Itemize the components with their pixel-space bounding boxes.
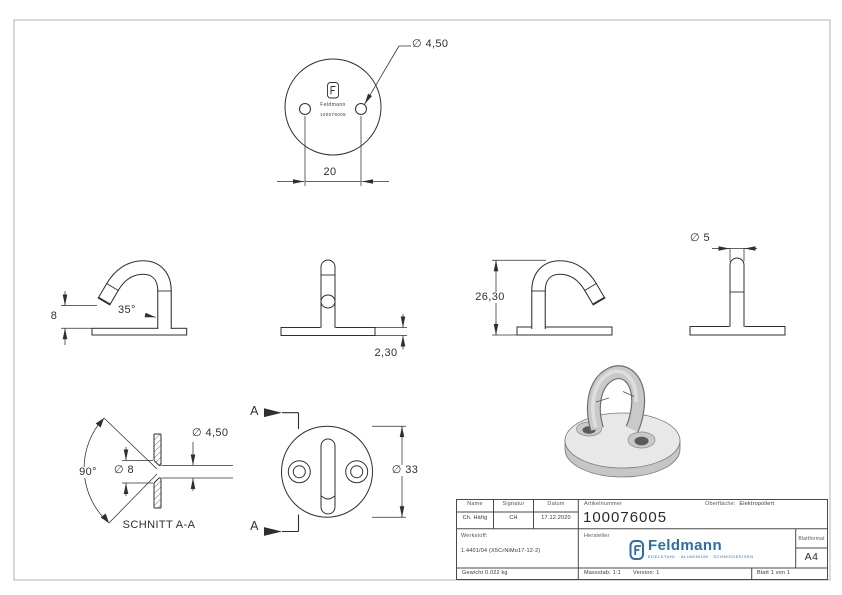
dim-tip-height-lines bbox=[61, 291, 97, 345]
dim-stud-rod-dia: ∅ 5 bbox=[690, 232, 710, 244]
right-side-view bbox=[492, 259, 613, 336]
tb-name-label: Name bbox=[467, 501, 483, 507]
tb-article-label: Artikelnummer bbox=[584, 501, 623, 507]
tb-manufacturer-label: Hersteller bbox=[584, 533, 610, 539]
manufacturer-logo: Feldmann EDELSTAHL · ALUMINIUM · SCHMIED… bbox=[629, 538, 754, 563]
dim-section-countersink-angle: 90° bbox=[73, 467, 103, 478]
tb-date-label: Datum bbox=[547, 501, 565, 507]
tb-format-label: Blattformat bbox=[798, 536, 825, 542]
dim-top-hole-spacing: 20 bbox=[323, 166, 337, 178]
section-title: SCHNITT A-A bbox=[122, 519, 196, 531]
tb-sheet: Blatt 1 von 1 bbox=[757, 570, 791, 576]
plan-view bbox=[264, 408, 406, 536]
dim-section-countersink-dia: ∅ 8 bbox=[114, 464, 134, 476]
dim-hole-spacing-lines bbox=[277, 116, 389, 186]
dim-front-plate-thickness: 2,30 bbox=[374, 347, 398, 359]
tb-format-value: A4 bbox=[804, 551, 819, 563]
dim-top-hole-dia: ∅ 4,50 bbox=[412, 38, 449, 50]
dim-thickness-lines bbox=[375, 314, 407, 350]
iso-render bbox=[564, 365, 681, 478]
logo-wordmark: Feldmann bbox=[648, 537, 723, 554]
front-view bbox=[280, 259, 407, 350]
title-block-lines bbox=[456, 499, 828, 580]
dim-section-hole-dia: ∅ 4,50 bbox=[192, 427, 229, 439]
tb-scale: Massstab: 1:1 bbox=[584, 570, 621, 576]
tb-article-number: 100076005 bbox=[583, 509, 668, 526]
tb-signature-value: CH bbox=[509, 515, 518, 521]
dim-angle-leader bbox=[144, 312, 156, 318]
tb-name-value: Ch. Häfig bbox=[462, 515, 488, 521]
engraving-number: 100076005 bbox=[319, 111, 347, 117]
tb-signature-label: Signatur bbox=[502, 501, 525, 507]
stud-view bbox=[689, 246, 786, 336]
tb-date-value: 17.12.2020 bbox=[541, 515, 571, 521]
dim-left-tip-height: 8 bbox=[50, 310, 58, 322]
section-view bbox=[83, 417, 233, 524]
dim-countersink-dia-lines bbox=[122, 447, 153, 496]
section-marker-top: A bbox=[250, 404, 259, 418]
section-cut-markers bbox=[264, 408, 300, 536]
tb-version: Version: 1 bbox=[633, 570, 660, 576]
left-side-view bbox=[61, 260, 188, 345]
dim-section-hole-dia-lines bbox=[162, 442, 233, 491]
engraving-brand: Feldmann bbox=[320, 102, 346, 108]
dim-plan-plate-dia: ∅ 33 bbox=[386, 465, 424, 476]
tb-weight: Gewicht 0.022 kg bbox=[462, 570, 508, 576]
dim-right-total-height: 26,30 bbox=[468, 292, 512, 303]
dim-rod-dia-lines bbox=[712, 246, 757, 262]
tb-material-value: 1.4401/04 (X5CrNiMo17-12-2) bbox=[461, 548, 541, 554]
dim-hole-dia-leader bbox=[364, 45, 411, 105]
tb-surface-label: Oberfläche: bbox=[705, 501, 736, 507]
tb-surface: Oberfläche: Elektropoliert bbox=[705, 501, 775, 508]
logo-tagline: EDELSTAHL · ALUMINIUM · SCHMIEDEEISEN bbox=[648, 553, 754, 559]
tb-material-label: Werkstoff: bbox=[461, 533, 488, 539]
dim-left-cut-angle: 35° bbox=[118, 304, 136, 316]
tb-surface-value: Elektropoliert bbox=[739, 501, 775, 507]
engraved-logo-icon bbox=[327, 82, 339, 99]
feldmann-logo-icon bbox=[629, 540, 644, 560]
top-view bbox=[277, 45, 411, 186]
section-marker-bottom: A bbox=[250, 519, 259, 533]
page-frame bbox=[13, 19, 831, 581]
